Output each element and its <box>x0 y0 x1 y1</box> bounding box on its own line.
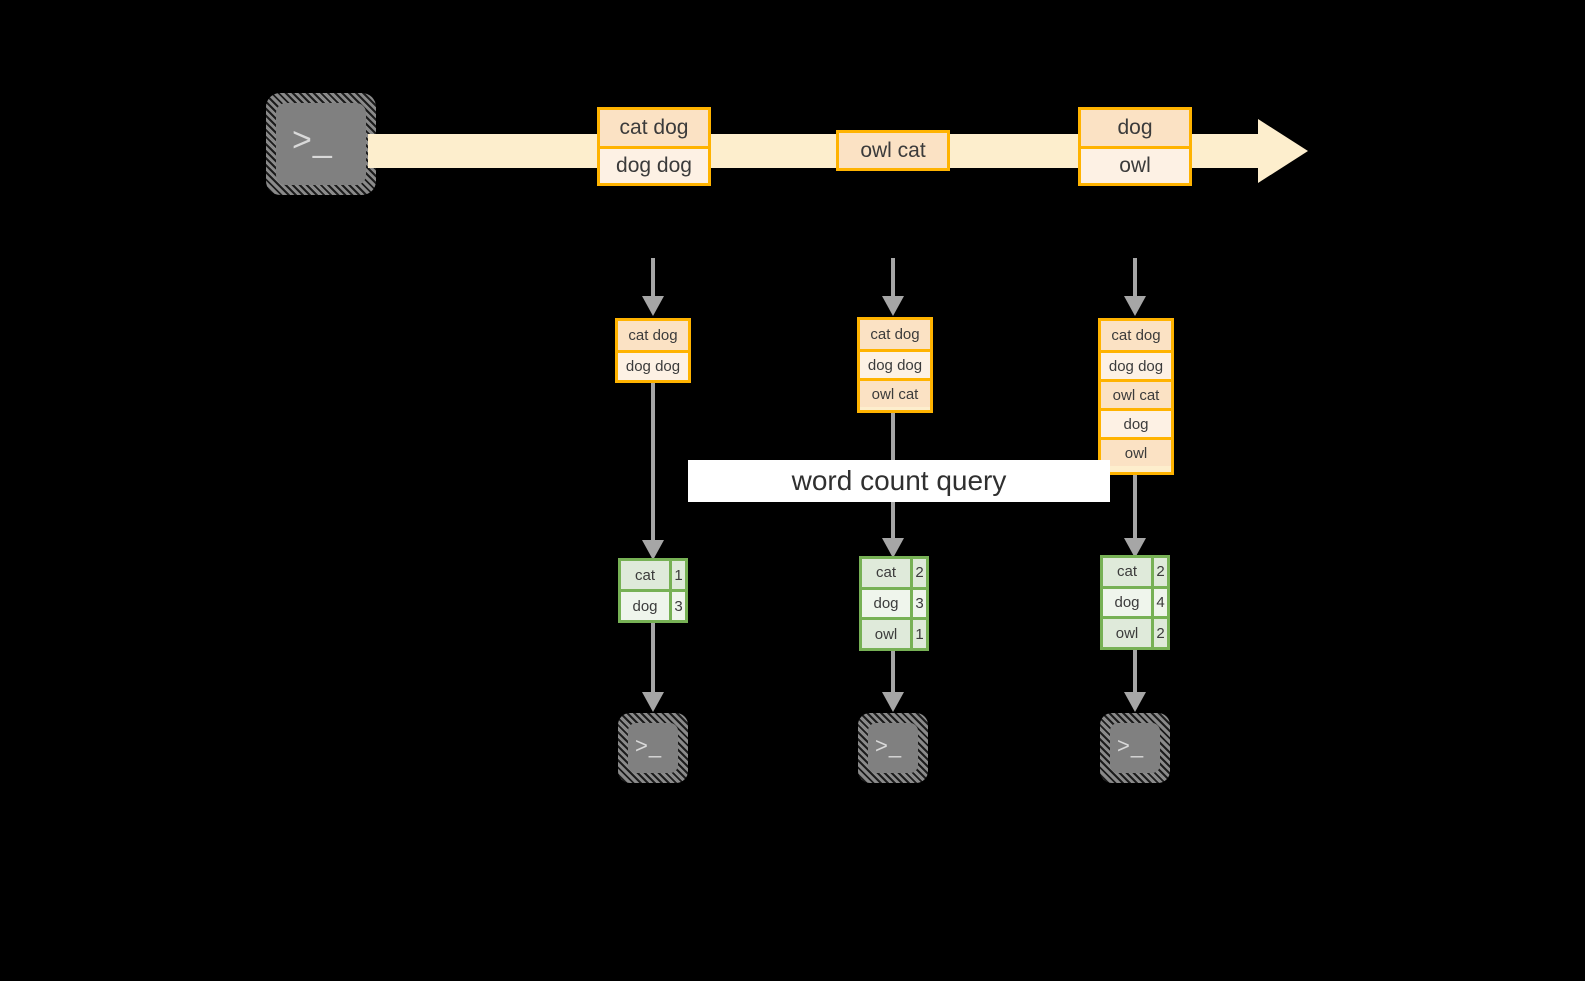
table-row: dog 4 <box>1103 585 1167 617</box>
query-label-banner: word count query <box>688 460 1110 502</box>
terminal-prompt-glyph: >_ <box>875 733 903 758</box>
stream-event-line: cat dog <box>600 110 708 146</box>
accumulated-batch-card: cat dog dog dog owl cat dog owl <box>1098 318 1174 475</box>
query-flow-arrowhead <box>882 538 904 558</box>
sink-flow-arrowhead <box>1124 692 1146 712</box>
stream-event-line: dog dog <box>600 146 708 183</box>
table-cell-word: dog <box>621 592 669 620</box>
table-row: owl 1 <box>862 617 926 649</box>
table-cell-word: cat <box>862 559 910 587</box>
snapshot-trigger-line <box>651 258 655 298</box>
table-row: cat 1 <box>621 561 685 589</box>
terminal-screen <box>276 103 366 185</box>
sink-flow-arrowhead <box>642 692 664 712</box>
terminal-screen <box>628 723 678 773</box>
table-row: dog 3 <box>621 589 685 620</box>
batch-line: dog dog <box>1101 350 1171 379</box>
snapshot-trigger-arrowhead <box>1124 296 1146 316</box>
table-cell-count: 4 <box>1151 588 1167 617</box>
terminal-screen <box>868 723 918 773</box>
table-cell-word: owl <box>862 620 910 649</box>
word-count-result-table: cat 1 dog 3 <box>618 558 688 623</box>
table-cell-count: 1 <box>910 620 926 649</box>
query-flow-arrowhead <box>642 540 664 560</box>
batch-line: dog <box>1101 408 1171 437</box>
batch-line: dog dog <box>618 350 688 380</box>
stream-band-arrowhead <box>1258 119 1311 183</box>
stream-event-line: owl <box>1081 146 1189 183</box>
sink-flow-arrowhead <box>882 692 904 712</box>
snapshot-trigger-line <box>1133 258 1137 298</box>
batch-line: owl cat <box>1101 379 1171 408</box>
table-cell-count: 2 <box>910 559 926 587</box>
table-cell-count: 3 <box>910 589 926 618</box>
table-row: owl 2 <box>1103 616 1167 648</box>
stream-event-card: owl cat <box>836 130 950 171</box>
sink-terminal-icon: >_ <box>618 713 688 783</box>
terminal-prompt-glyph: >_ <box>635 733 663 758</box>
table-row: cat 2 <box>1103 558 1167 586</box>
table-row: dog 3 <box>862 586 926 618</box>
table-cell-word: cat <box>1103 558 1151 586</box>
table-cell-count: 1 <box>669 561 685 589</box>
terminal-prompt-glyph: >_ <box>292 121 333 159</box>
source-terminal-icon: >_ <box>266 93 376 195</box>
sink-terminal-icon: >_ <box>858 713 928 783</box>
batch-line: dog dog <box>860 349 930 378</box>
stream-event-line: owl cat <box>839 133 947 168</box>
table-cell-word: cat <box>621 561 669 589</box>
sink-flow-line <box>1133 650 1137 700</box>
sink-flow-line <box>651 623 655 700</box>
table-row: cat 2 <box>862 559 926 587</box>
query-flow-line <box>1133 475 1137 548</box>
table-cell-word: dog <box>1103 588 1151 617</box>
table-cell-word: owl <box>1103 619 1151 648</box>
terminal-screen <box>1110 723 1160 773</box>
sink-terminal-icon: >_ <box>1100 713 1170 783</box>
snapshot-trigger-line <box>891 258 895 298</box>
accumulated-batch-card: cat dog dog dog <box>615 318 691 383</box>
terminal-prompt-glyph: >_ <box>1117 733 1145 758</box>
table-cell-count: 2 <box>1151 558 1167 586</box>
accumulated-batch-card: cat dog dog dog owl cat <box>857 317 933 413</box>
table-cell-count: 3 <box>669 592 685 620</box>
snapshot-trigger-arrowhead <box>642 296 664 316</box>
table-cell-word: dog <box>862 589 910 618</box>
snapshot-trigger-arrowhead <box>882 296 904 316</box>
word-count-result-table: cat 2 dog 4 owl 2 <box>1100 555 1170 650</box>
query-flow-arrowhead <box>1124 538 1146 558</box>
stream-event-card: dog owl <box>1078 107 1192 186</box>
batch-line: cat dog <box>618 321 688 350</box>
batch-line: owl <box>1101 437 1171 466</box>
sink-flow-line <box>891 651 895 700</box>
query-flow-line <box>651 383 655 550</box>
batch-line: owl cat <box>860 378 930 407</box>
batch-line: cat dog <box>860 320 930 349</box>
table-cell-count: 2 <box>1151 619 1167 648</box>
stream-event-card: cat dog dog dog <box>597 107 711 186</box>
word-count-result-table: cat 2 dog 3 owl 1 <box>859 556 929 651</box>
batch-line: cat dog <box>1101 321 1171 350</box>
stream-event-line: dog <box>1081 110 1189 146</box>
